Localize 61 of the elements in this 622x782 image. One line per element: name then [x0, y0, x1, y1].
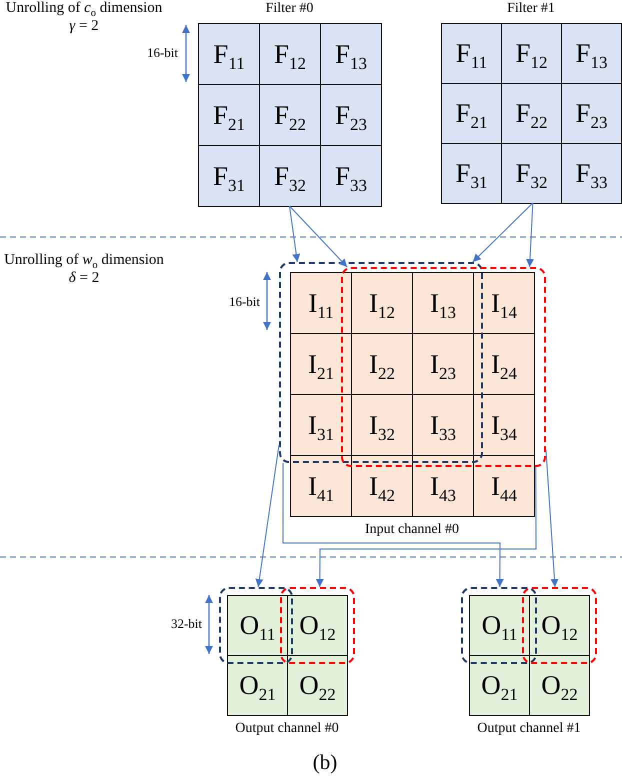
matrix-cell: I$_{12}$ — [351, 272, 413, 334]
matrix-cell: F$_{21}$ — [198, 84, 260, 146]
matrix-caption: Input channel #0 — [364, 522, 460, 538]
label-text: 16-bit — [228, 294, 260, 310]
matrix-cell: F$_{23}$ — [320, 84, 382, 146]
matrix-cell: F$_{11}$ — [441, 23, 502, 84]
dashed-window — [219, 587, 293, 664]
matrix-cell: I$_{42}$ — [351, 455, 413, 517]
matrix-cell: I$_{22}$ — [351, 333, 413, 395]
matrix-cell: F$_{12}$ — [259, 23, 321, 85]
matrix-cell: F$_{31}$ — [441, 143, 502, 204]
matrix-cell: O$_{21}$ — [469, 655, 530, 716]
matrix-cell: I$_{33}$ — [412, 394, 474, 456]
arrow — [526, 202, 534, 268]
dashed-window — [461, 587, 537, 664]
arrow — [282, 462, 504, 588]
arrow — [316, 466, 536, 588]
matrix-cell: I$_{32}$ — [351, 394, 413, 456]
matrix-caption: Filter #0 — [264, 1, 314, 17]
matrix-caption: Output channel #0 — [235, 721, 339, 737]
matrix-caption: Output channel #1 — [477, 721, 581, 737]
matrix-cell: F$_{33}$ — [561, 143, 622, 204]
label-text: Unrolling of c$_{o}$ dimension — [4, 0, 164, 17]
matrix-cell: O$_{22}$ — [529, 655, 590, 716]
matrix-cell: F$_{31}$ — [198, 145, 260, 207]
matrix-cell: F$_{23}$ — [561, 83, 622, 144]
matrix-cell: F$_{22}$ — [501, 83, 562, 144]
matrix-cell: O$_{22}$ — [287, 655, 348, 716]
label-text: (b) — [312, 750, 338, 775]
dashed-window — [279, 262, 483, 463]
arrow — [472, 202, 534, 262]
matrix-caption: Filter #1 — [506, 1, 556, 17]
matrix-cell: F$_{12}$ — [501, 23, 562, 84]
arrow — [255, 444, 280, 588]
label-text: 16-bit — [146, 45, 178, 61]
arrow — [289, 206, 300, 262]
matrix-cell: F$_{11}$ — [198, 23, 260, 85]
label-text: 32-bit — [170, 616, 202, 632]
label-text: Unrolling of w$_{o}$ dimension — [3, 252, 165, 269]
matrix-cell: F$_{13}$ — [561, 23, 622, 84]
matrix-cell: I$_{41}$ — [290, 455, 352, 517]
label-text: γ = 2 — [68, 18, 100, 35]
matrix-cell: I$_{13}$ — [412, 272, 474, 334]
matrix-cell: F$_{33}$ — [320, 145, 382, 207]
matrix-cell: I$_{44}$ — [473, 455, 535, 517]
dashed-window — [341, 267, 546, 467]
label-text: δ = 2 — [68, 270, 100, 287]
matrix-cell: F$_{13}$ — [320, 23, 382, 85]
matrix-cell: F$_{21}$ — [441, 83, 502, 144]
dashed-window — [280, 587, 355, 664]
arrow — [289, 206, 348, 268]
matrix-cell: F$_{32}$ — [501, 143, 562, 204]
filter-matrix — [441, 1, 621, 205]
dashed-window — [522, 587, 597, 664]
matrix-cell: F$_{32}$ — [259, 145, 321, 207]
filter-matrix — [198, 1, 381, 208]
matrix-cell: F$_{22}$ — [259, 84, 321, 146]
matrix-cell: I$_{43}$ — [412, 455, 474, 517]
matrix-cell: I$_{23}$ — [412, 333, 474, 395]
matrix-cell: O$_{21}$ — [227, 655, 288, 716]
arrow — [546, 450, 558, 588]
